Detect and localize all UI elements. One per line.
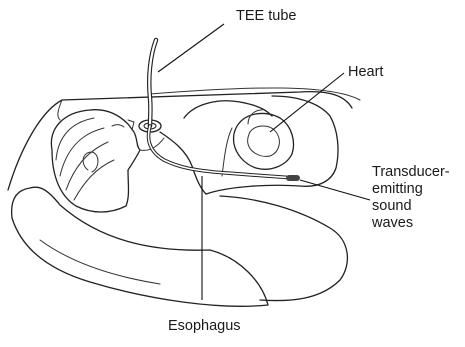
leader-transducer <box>300 180 370 200</box>
label-transducer-line-3: sound <box>372 198 450 215</box>
label-tee-tube: TEE tube <box>236 8 296 25</box>
shoulder <box>184 101 272 118</box>
label-esophagus: Esophagus <box>168 318 241 335</box>
label-transducer: Transducer- emitting sound waves <box>372 164 450 232</box>
heart-outer <box>234 113 294 169</box>
leader-tee-tube <box>158 24 224 72</box>
transducer-tip <box>286 175 300 181</box>
eye <box>112 125 124 127</box>
heart-inner <box>248 126 280 156</box>
ear <box>83 152 98 172</box>
heart-vessel <box>248 110 262 124</box>
bed-edge <box>58 100 62 120</box>
arm <box>220 196 347 301</box>
pillow-fold <box>40 240 160 284</box>
torso <box>206 96 338 194</box>
label-transducer-line-1: Transducer- <box>372 164 450 181</box>
label-transducer-line-4: waves <box>372 215 450 232</box>
label-heart: Heart <box>348 64 383 81</box>
hair <box>56 118 114 200</box>
ribs-hint <box>222 128 232 176</box>
label-transducer-line-2: emitting <box>372 181 450 198</box>
